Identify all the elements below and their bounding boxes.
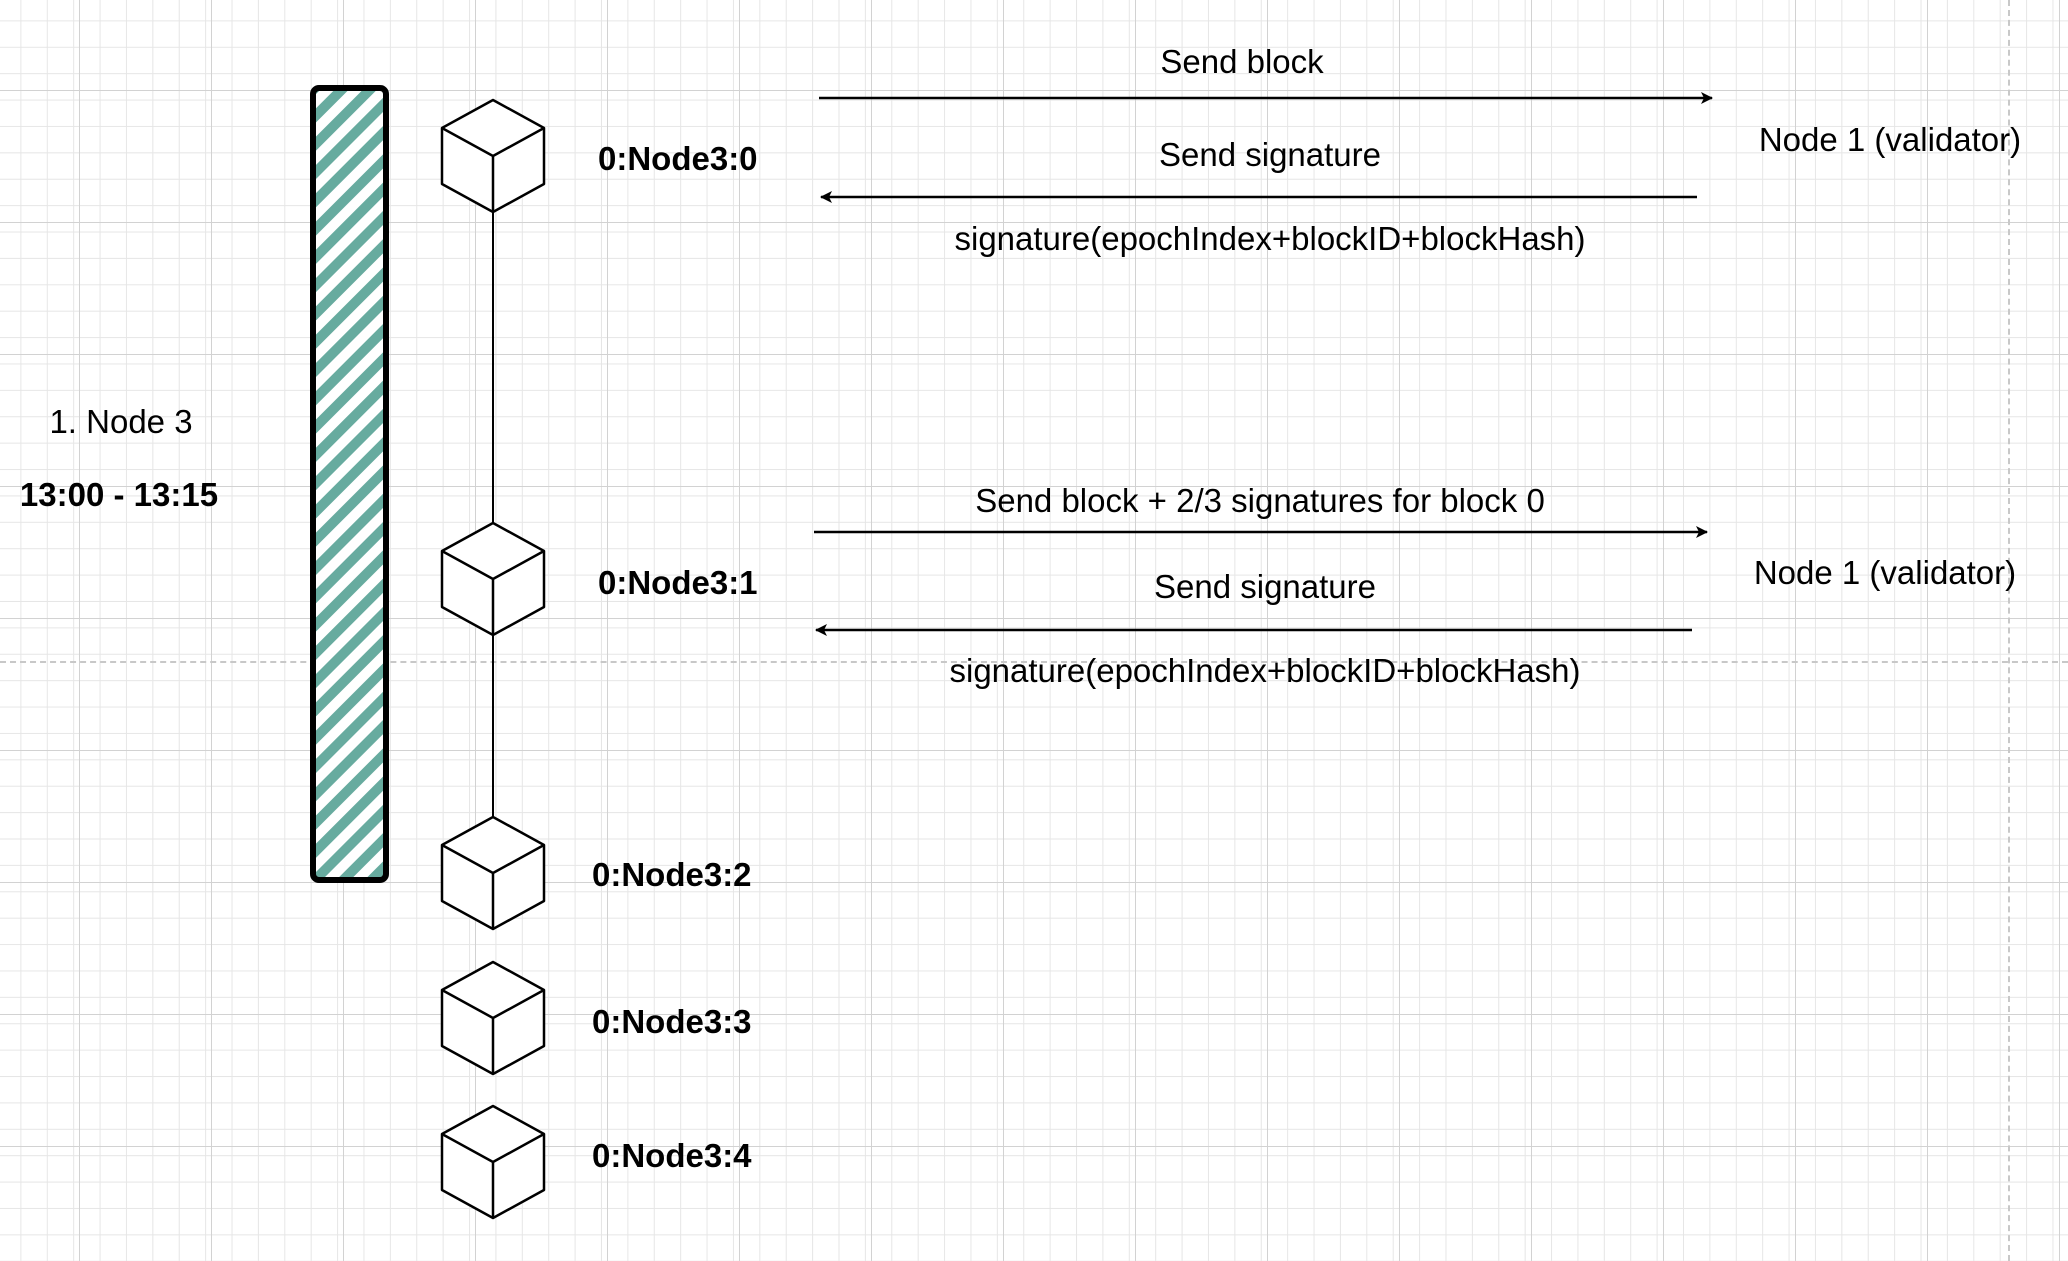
block-cube-icon[interactable] [440, 521, 546, 637]
block-label: 0:Node3:0 [598, 140, 758, 177]
block-cube-icon[interactable] [440, 1104, 546, 1220]
epoch-time-range: 13:00 - 13:15 [19, 476, 219, 513]
page-break-horizontal [0, 661, 2068, 663]
epoch-node-title: 1. Node 3 [49, 403, 193, 440]
epoch-bar[interactable] [310, 85, 389, 883]
block-cube-icon[interactable] [440, 960, 546, 1076]
validator-label: Node 1 (validator) [1758, 121, 2022, 158]
validator-label: Node 1 (validator) [1753, 554, 2017, 591]
signature-formula-label: signature(epochIndex+blockID+blockHash) [954, 220, 1586, 257]
block-label: 0:Node3:2 [592, 856, 752, 893]
block-cube-icon[interactable] [440, 98, 546, 214]
send-signature-label: Send signature [1159, 136, 1381, 173]
send-block-label: Send block [1160, 43, 1324, 80]
block-label: 0:Node3:4 [592, 1137, 752, 1174]
send-signature-label: Send signature [1154, 568, 1376, 605]
signature-formula-label: signature(epochIndex+blockID+blockHash) [949, 652, 1581, 689]
page-break-vertical [2008, 0, 2010, 1261]
block-label: 0:Node3:3 [592, 1003, 752, 1040]
block-cube-icon[interactable] [440, 815, 546, 931]
block-label: 0:Node3:1 [598, 564, 758, 601]
send-block-label: Send block + 2/3 signatures for block 0 [975, 482, 1545, 519]
